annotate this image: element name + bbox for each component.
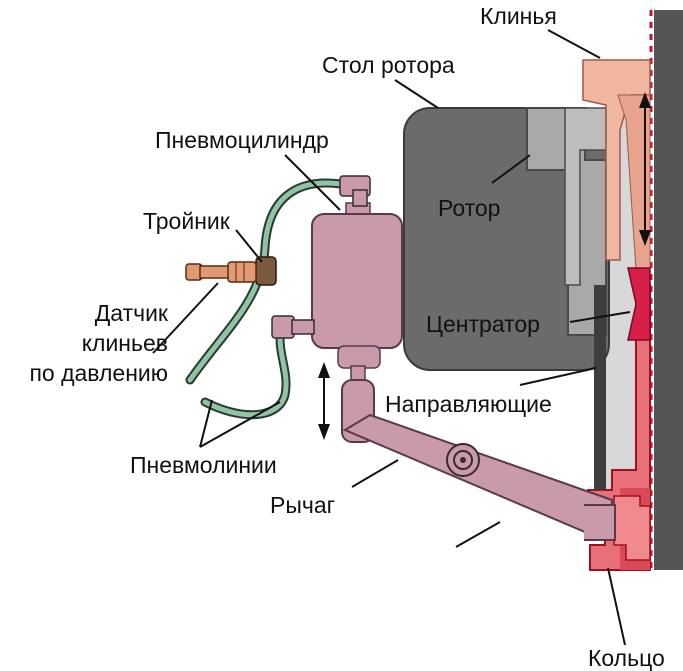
label-pneumatic-cylinder: Пневмоцилиндр bbox=[155, 127, 329, 153]
centralizer bbox=[627, 267, 651, 341]
elbow-fittings bbox=[271, 175, 371, 339]
leader-ring bbox=[607, 567, 626, 646]
pressure-sensor bbox=[185, 261, 257, 283]
guide-rail bbox=[594, 285, 606, 490]
stray-mark bbox=[455, 521, 501, 548]
wall bbox=[649, 10, 683, 570]
wedge-travel-arrow bbox=[639, 92, 651, 246]
leader-centralizer bbox=[569, 311, 631, 323]
label-sensor-line-3: по давлению bbox=[29, 360, 168, 386]
pneumatic-hoses bbox=[185, 178, 357, 420]
label-guides: Направляющие bbox=[385, 391, 552, 417]
label-rotary-table: Стол ротора bbox=[322, 52, 455, 78]
tee-fitting bbox=[255, 256, 277, 286]
label-wedge-pressure-sensor: Датчик клиньев по давлению bbox=[0, 298, 168, 388]
leader-guides bbox=[519, 367, 597, 386]
leader-pneumatic-lines-a bbox=[199, 399, 213, 448]
label-lever: Рычаг bbox=[270, 492, 336, 518]
leader-tee bbox=[235, 229, 263, 263]
lever bbox=[342, 413, 616, 541]
leader-lines bbox=[152, 29, 631, 646]
leader-sensor bbox=[152, 282, 219, 354]
leader-pneumatic-cylinder bbox=[284, 154, 341, 211]
label-sensor-line-1: Датчик bbox=[94, 300, 168, 326]
label-centralizer: Центратор bbox=[426, 311, 540, 337]
cylinder-travel-arrow bbox=[318, 362, 330, 440]
leader-lever bbox=[351, 459, 399, 488]
leader-wedges bbox=[547, 29, 601, 59]
label-tee: Тройник bbox=[143, 208, 230, 234]
label-rotor: Ротор bbox=[438, 195, 501, 221]
leader-rotary-table bbox=[394, 79, 439, 109]
label-pneumatic-lines: Пневмолинии bbox=[130, 452, 277, 478]
label-wedges: Клинья bbox=[480, 3, 557, 29]
label-sensor-line-2: клиньев bbox=[81, 330, 168, 356]
leader-rotor bbox=[491, 154, 531, 184]
label-ring: Кольцо bbox=[588, 645, 665, 671]
leader-pneumatic-lines-b bbox=[199, 401, 281, 448]
